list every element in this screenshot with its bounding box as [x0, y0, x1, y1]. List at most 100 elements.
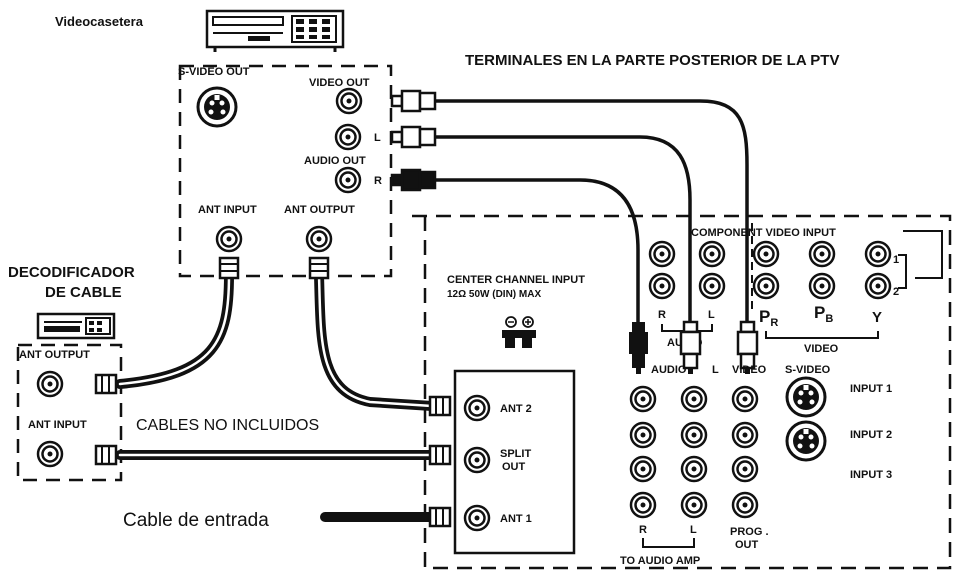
decoder-device-icon [36, 312, 116, 340]
decoder-ant-input-connector [94, 444, 118, 466]
split-out-label-line2: OUT [502, 461, 526, 473]
split-out-label-line1: SPLIT [500, 448, 531, 460]
vcr-ant-output-label: ANT OUTPUT [284, 204, 355, 216]
vcr-audio-l-label: L [374, 132, 381, 144]
audio-r-jack-input1 [629, 385, 657, 413]
ant1-jack [463, 504, 491, 532]
comp-audio-r-jack-1 [648, 240, 676, 268]
audio-label: AUDIO [651, 364, 687, 376]
pb-label: PB [814, 303, 833, 325]
pb-sub: B [825, 313, 833, 325]
video-col-label: VIDEO [732, 364, 767, 376]
input2-label: INPUT 2 [850, 429, 892, 441]
pr-sub: R [770, 317, 778, 329]
decoder-title-line1: DECODIFICADOR [8, 264, 135, 281]
component-num-bracket [898, 254, 907, 289]
input3-label: INPUT 3 [850, 469, 892, 481]
comp-l-label: L [708, 309, 715, 321]
audio-l-jack-input2 [680, 421, 708, 449]
vcr-ant-output-connector [308, 256, 330, 280]
s-video-jack-input2 [785, 420, 827, 462]
s-video-jack-input1 [785, 376, 827, 418]
center-channel-label-line2: 12Ω 50W (DIN) MAX [447, 289, 541, 300]
decoder-ant-output-label: ANT OUTPUT [19, 349, 90, 361]
ant2-jack [463, 394, 491, 422]
vcr-audio-l-jack [334, 123, 362, 151]
split-out-jack [463, 446, 491, 474]
to-amp-r-jack [629, 491, 657, 519]
vcr-video-out-jack [335, 87, 363, 115]
decoder-ant-input-label: ANT INPUT [28, 419, 87, 431]
vcr-audio-out-label: AUDIO OUT [304, 155, 366, 167]
vcr-video-plug [390, 89, 437, 113]
tv-audio-r-plug [629, 322, 648, 374]
comp-y-jack-1 [864, 240, 892, 268]
vcr-audio-r-jack [334, 166, 362, 194]
decoder-panel [16, 343, 123, 482]
input-cable-label: Cable de entrada [123, 510, 269, 531]
center-channel-label-line1: CENTER CHANNEL INPUT [447, 274, 585, 286]
component-video-label: VIDEO [804, 343, 839, 355]
video-jack-input2 [731, 421, 759, 449]
vcr-audio-l-plug [390, 125, 437, 149]
ptv-panel [412, 214, 952, 570]
comp-num-1: 1 [893, 254, 899, 266]
component-bracket [903, 230, 943, 279]
vcr-ant-input-jack [215, 225, 243, 253]
ant1-label: ANT 1 [500, 513, 532, 525]
input1-label: INPUT 1 [850, 383, 892, 395]
vcr-ant-output-jack [305, 225, 333, 253]
comp-y-jack-2 [864, 272, 892, 300]
to-amp-r-label: R [639, 524, 647, 536]
vcr-ant-input-connector [218, 256, 240, 280]
to-audio-amp-label: TO AUDIO AMP [620, 555, 700, 567]
ant1-connector [428, 506, 452, 528]
comp-audio-l-jack-2 [698, 272, 726, 300]
decoder-ant-output-jack [36, 370, 64, 398]
vcr-s-video-out-jack [196, 86, 238, 128]
split-out-connector [428, 444, 452, 466]
cables-not-included-label: CABLES NO INCLUIDOS [136, 417, 319, 434]
component-video-bracket [765, 331, 879, 339]
audio-l-jack-input3 [680, 455, 708, 483]
prog-out-jack [731, 491, 759, 519]
comp-audio-l-jack-1 [698, 240, 726, 268]
audio-l-jack-input1 [680, 385, 708, 413]
comp-pb-jack-2 [808, 272, 836, 300]
decoder-ant-output-connector [94, 373, 118, 395]
comp-pr-jack-1 [752, 240, 780, 268]
vcr-ant-input-label: ANT INPUT [198, 204, 257, 216]
video-jack-input3 [731, 455, 759, 483]
comp-num-2: 2 [893, 286, 899, 298]
prog-out-label-line2: OUT [735, 539, 759, 551]
s-video-label: S-VIDEO [785, 364, 831, 376]
ant2-connector [428, 395, 452, 417]
video-jack-input1 [731, 385, 759, 413]
vcr-audio-r-plug [390, 168, 437, 192]
vcr-video-out-label: VIDEO OUT [309, 77, 370, 89]
tv-video-plug [736, 320, 759, 374]
comp-pb-jack-1 [808, 240, 836, 268]
comp-r-label: R [658, 309, 666, 321]
to-audio-amp-bracket [642, 538, 695, 548]
comp-pr-jack-2 [752, 272, 780, 300]
pr-label: PR [759, 307, 778, 329]
vcr-panel [178, 64, 393, 278]
ptv-title: TERMINALES EN LA PARTE POSTERIOR DE LA P… [465, 52, 839, 69]
decoder-ant-input-jack [36, 440, 64, 468]
audio-r-jack-input2 [629, 421, 657, 449]
vcr-device-icon [205, 9, 345, 52]
center-channel-terminal-icon [502, 316, 536, 348]
decoder-title-line2: DE CABLE [45, 284, 122, 301]
cables [115, 99, 749, 522]
ant2-label: ANT 2 [500, 403, 532, 415]
tv-audio-l-plug [679, 320, 702, 374]
vcr-title: Videocasetera [55, 14, 144, 29]
comp-audio-r-jack-2 [648, 272, 676, 300]
vcr-s-video-out-label: S-VIDEO OUT [178, 66, 250, 78]
pb-letter: P [814, 303, 825, 322]
audio-r-jack-input3 [629, 455, 657, 483]
vcr-audio-r-label: R [374, 175, 382, 187]
pr-letter: P [759, 307, 770, 326]
